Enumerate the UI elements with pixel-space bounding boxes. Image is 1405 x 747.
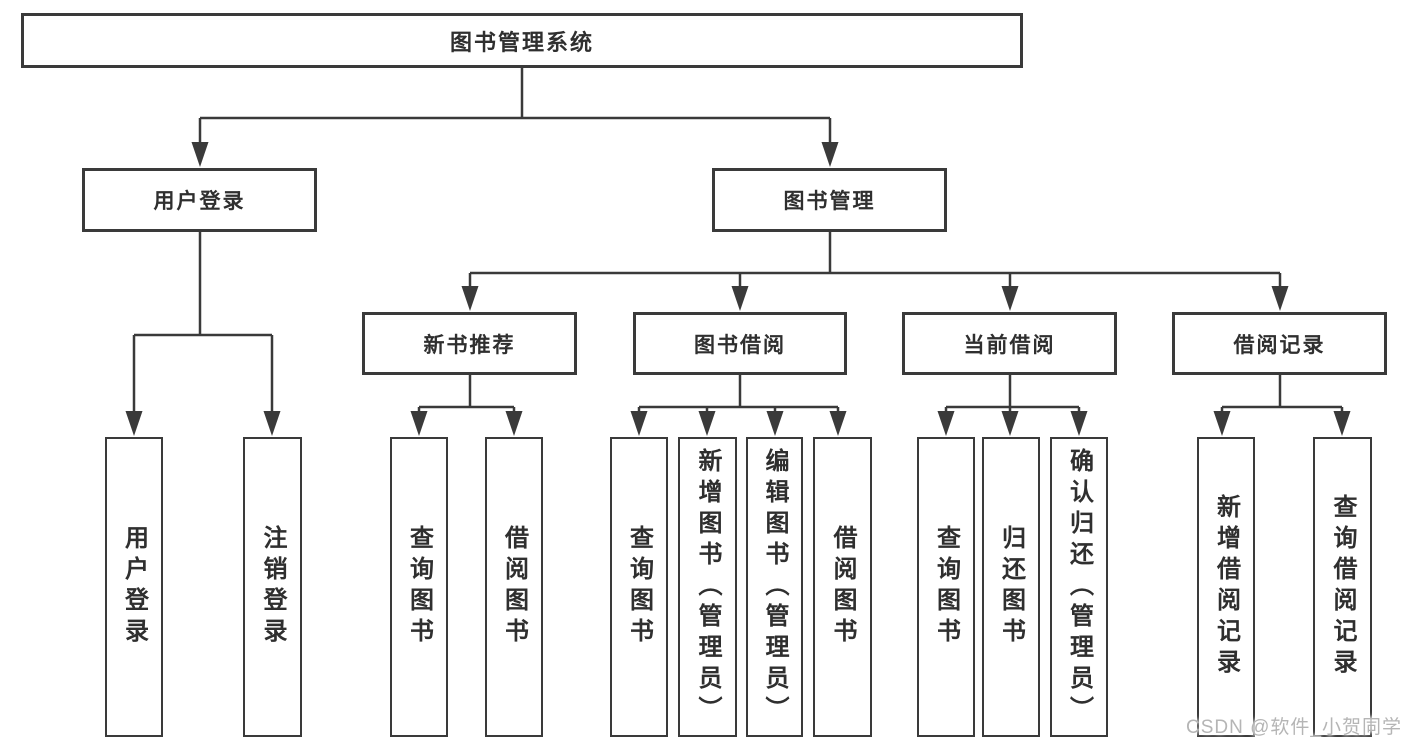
node-label: 编辑图书（管理员） [761,447,788,727]
node-label: 新书推荐 [423,333,516,357]
node-add-books-admin: 新增图书（管理员） [678,437,737,737]
node-label: 当前借阅 [963,333,1056,357]
arrowhead-icon [1070,411,1088,436]
node-label: 借阅图书 [500,525,528,649]
arrowhead-icon [1271,286,1289,311]
node-label: 查询借阅记录 [1329,494,1356,680]
node-return-books: 归还图书 [982,437,1040,737]
arrowhead-icon [1001,286,1019,311]
node-current-borrowing: 当前借阅 [902,312,1117,375]
arrowhead-icon [410,411,428,436]
arrowhead-icon [1333,411,1351,436]
node-confirm-return-admin: 确认归还（管理员） [1050,437,1108,737]
node-label: 确认归还（管理员） [1065,447,1093,727]
node-label: 图书管理系统 [449,29,594,55]
node-query-books-current: 查询图书 [917,437,975,737]
node-label: 查询图书 [405,525,433,649]
csdn-watermark: CSDN @软件_小贺同学 [1186,717,1402,738]
arrowhead-icon [829,411,847,436]
node-label: 借阅图书 [829,525,856,649]
arrowhead-icon [731,286,749,311]
node-label: 注销登录 [259,525,286,649]
arrowhead-icon [461,286,479,311]
node-label: 查询图书 [932,525,960,649]
node-borrow-books-recommend: 借阅图书 [485,437,543,737]
node-label: 借阅记录 [1233,333,1326,357]
arrowhead-icon [821,142,839,167]
node-add-borrow-record: 新增借阅记录 [1197,437,1255,737]
node-label: 图书借阅 [694,333,786,357]
arrowhead-icon [263,411,281,436]
arrowhead-icon [125,411,143,436]
node-borrowing-records: 借阅记录 [1172,312,1387,375]
node-label: 新增图书（管理员） [694,447,721,727]
node-borrow-books: 借阅图书 [813,437,872,737]
arrowhead-icon [937,411,955,436]
node-book-management: 图书管理 [712,168,947,232]
node-query-borrow-record: 查询借阅记录 [1313,437,1372,737]
node-label: 用户登录 [153,190,246,213]
node-label: 归还图书 [997,525,1025,649]
node-library-system: 图书管理系统 [21,13,1023,68]
arrowhead-icon [630,411,648,436]
node-user-login-group: 用户登录 [82,168,317,232]
arrowhead-icon [698,411,716,436]
arrowhead-icon [191,142,209,167]
node-logout: 注销登录 [243,437,302,737]
node-label: 用户登录 [120,525,148,649]
arrowhead-icon [766,411,784,436]
arrowhead-icon [1213,411,1231,436]
node-query-books-recommend: 查询图书 [390,437,448,737]
node-edit-books-admin: 编辑图书（管理员） [746,437,803,737]
node-label: 查询图书 [625,525,653,649]
node-book-borrowing: 图书借阅 [633,312,847,375]
node-label: 新增借阅记录 [1212,494,1240,680]
node-new-book-recommend: 新书推荐 [362,312,577,375]
node-query-books-borrowing: 查询图书 [610,437,668,737]
node-label: 图书管理 [783,190,876,213]
node-user-login: 用户登录 [105,437,163,737]
arrowhead-icon [505,411,523,436]
arrowhead-icon [1001,411,1019,436]
